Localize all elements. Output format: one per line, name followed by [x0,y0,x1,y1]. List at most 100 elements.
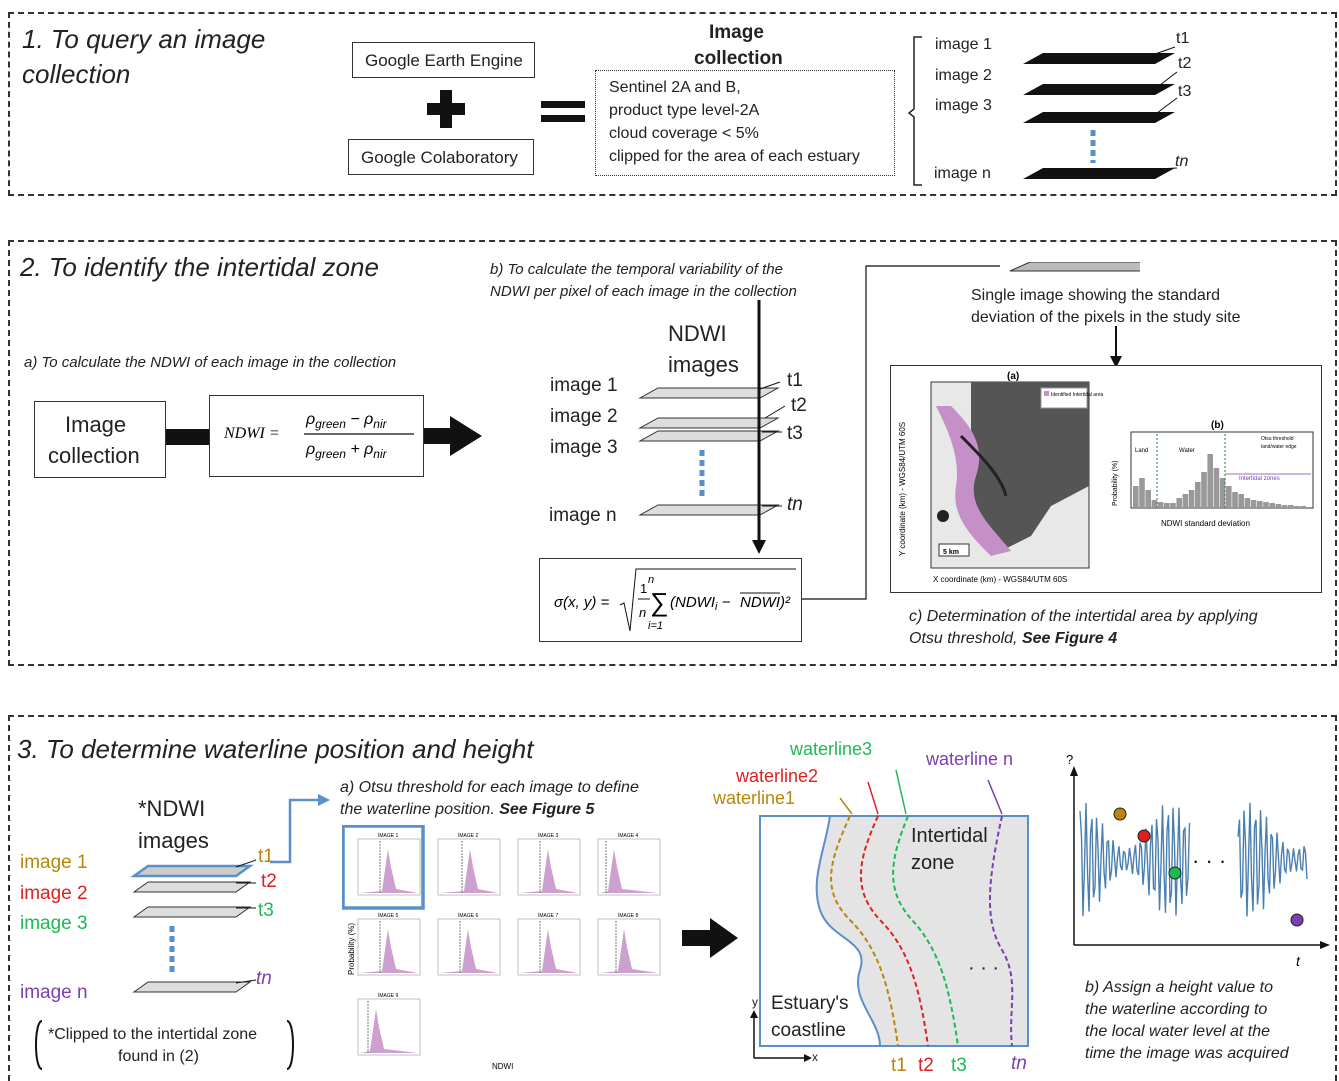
ndwi-image-stack [638,300,786,554]
hist-bar [1226,486,1232,508]
panel1-title-line1: 1. To query an image [22,24,266,54]
p3-ndwi-images-1: *NDWI [138,796,206,821]
svg-text:n: n [639,605,646,620]
p2-time-n: tn [787,494,803,515]
hist-bar [1232,492,1238,508]
estuary-t3: t3 [951,1055,967,1076]
collection-spec-box: Sentinel 2A and B, product type level-2A… [595,70,895,176]
svg-text:ρgreen + ρnir: ρgreen + ρnir [305,441,388,461]
hist-bar [1176,498,1182,508]
equals-icon [541,101,585,122]
otsu-histogram [600,929,658,973]
panel-query-collection [8,12,1337,196]
p2-step-c-bold[interactable]: See Figure 4 [1021,630,1118,647]
hist-bar [1213,468,1220,508]
otsu-panel-title: IMAGE 9 [378,993,399,999]
svg-text:(NDWIi −: (NDWIi − [670,594,731,613]
footnote-line2: found in (2) [118,1048,199,1065]
svg-text:σ(x, y) =: σ(x, y) = [554,594,610,611]
arrow-down-small [1110,326,1122,368]
hist-bar [1139,478,1145,508]
intertidal-label-1: Intertidal [911,825,988,847]
hist-bar [1238,494,1244,508]
waterline-1 [830,815,899,1047]
single-image-line1: Single image showing the standard [971,287,1221,304]
svg-text:1: 1 [640,581,647,596]
estuary-tn: tn [1011,1053,1027,1074]
p3-image-1: image 1 [20,852,88,873]
svg-text:∑: ∑ [650,587,669,617]
bracket-icon [908,36,922,186]
hist-bar [1219,478,1226,508]
panel3-title: 3. To determine waterline position and h… [17,734,534,764]
p2-image-n: image n [549,505,617,526]
waterline-2 [860,815,929,1047]
p3-time-1: t1 [258,846,274,867]
spec-line-2: product type level-2A [609,102,760,119]
p1-image-2: image 2 [935,67,992,84]
map-ylabel: Y coordinate (km) - WGS84/UTM 60S [898,422,907,556]
otsu-panel-title: IMAGE 7 [538,913,559,919]
axis-x-label: x [812,1050,818,1064]
collection-heading-2: collection [694,48,783,69]
gee-box: Google Earth Engine [352,42,535,78]
hist-bar [1201,472,1207,508]
p3-image-2: image 2 [20,883,88,904]
arrow-connector-1 [166,429,210,445]
hist-bar [1257,501,1263,508]
hist-zones: Intertidal zones [1239,476,1280,482]
p3-step-b-line2: the waterline according to [1085,1001,1268,1018]
otsu-panel-title: IMAGE 8 [618,913,639,919]
image-collection-line1: Image [65,412,127,437]
plus-icon [427,90,465,128]
hist-bar [1157,502,1164,508]
wave-series-1 [1079,802,1191,917]
otsu-panel-title: IMAGE 4 [618,833,639,839]
p2-step-c-line1: c) Determination of the intertidal area … [909,608,1258,625]
svg-text:ρgreen − ρnir: ρgreen − ρnir [305,411,388,431]
image-collection-box: Image collection [34,401,166,478]
hist-xlabel: NDWI standard deviation [1161,519,1250,528]
otsu-ylabel: Probability (%) [347,923,356,975]
p3-step-a-bold[interactable]: See Figure 5 [499,801,595,818]
marker-t2 [1137,829,1151,843]
gee-label: Google Earth Engine [365,51,523,70]
sd-figure-box: 5 km Identified Intertidal area (a) Y co… [890,365,1322,593]
hist-bar [1164,503,1170,508]
p2-step-a: a) To calculate the NDWI of each image i… [24,354,397,371]
p2-time-2: t2 [791,395,807,416]
p3-time-n: tn [256,968,272,989]
otsu-panel-title: IMAGE 6 [458,913,479,919]
hist-bar [1250,500,1257,508]
p3-time-3: t3 [258,900,274,921]
estuary-diagram: · · · [750,770,1029,1062]
otsu-panel: IMAGE 3 [517,833,581,896]
p3-step-b-line3: the local water level at the [1085,1023,1270,1040]
hist-bar [1244,498,1251,508]
arrow-right-icon [424,416,482,456]
sd-map-figure: 5 km Identified Intertidal area (a) Y co… [898,371,1314,584]
otsu-histogram [600,849,658,893]
hist-water: Water [1179,448,1195,454]
p1-time-1: t1 [1176,30,1190,47]
connector-line [802,262,1140,600]
hist-bar [1195,482,1201,508]
spec-line-3: cloud coverage < 5% [609,125,759,142]
otsu-panel: IMAGE 6 [437,913,501,976]
otsu-histogram [440,849,498,893]
waterline-3 [892,815,959,1047]
p2-time-3: t3 [787,423,803,444]
hist-bar [1275,504,1282,508]
p3-time-2: t2 [261,871,277,892]
p2-step-b-line2: NDWI per pixel of each image in the coll… [490,283,797,300]
panel1-title-line2: collection [22,59,131,89]
hist-bar [1263,502,1269,508]
waterline-n-label: waterline n [926,749,1014,769]
otsu-panel: IMAGE 1 [357,833,421,896]
p2-step-c-text: Otsu threshold, [909,630,1022,647]
footnote-brace [35,1020,294,1070]
svg-text:i=1: i=1 [648,620,663,632]
otsu-panel: IMAGE 7 [517,913,581,976]
